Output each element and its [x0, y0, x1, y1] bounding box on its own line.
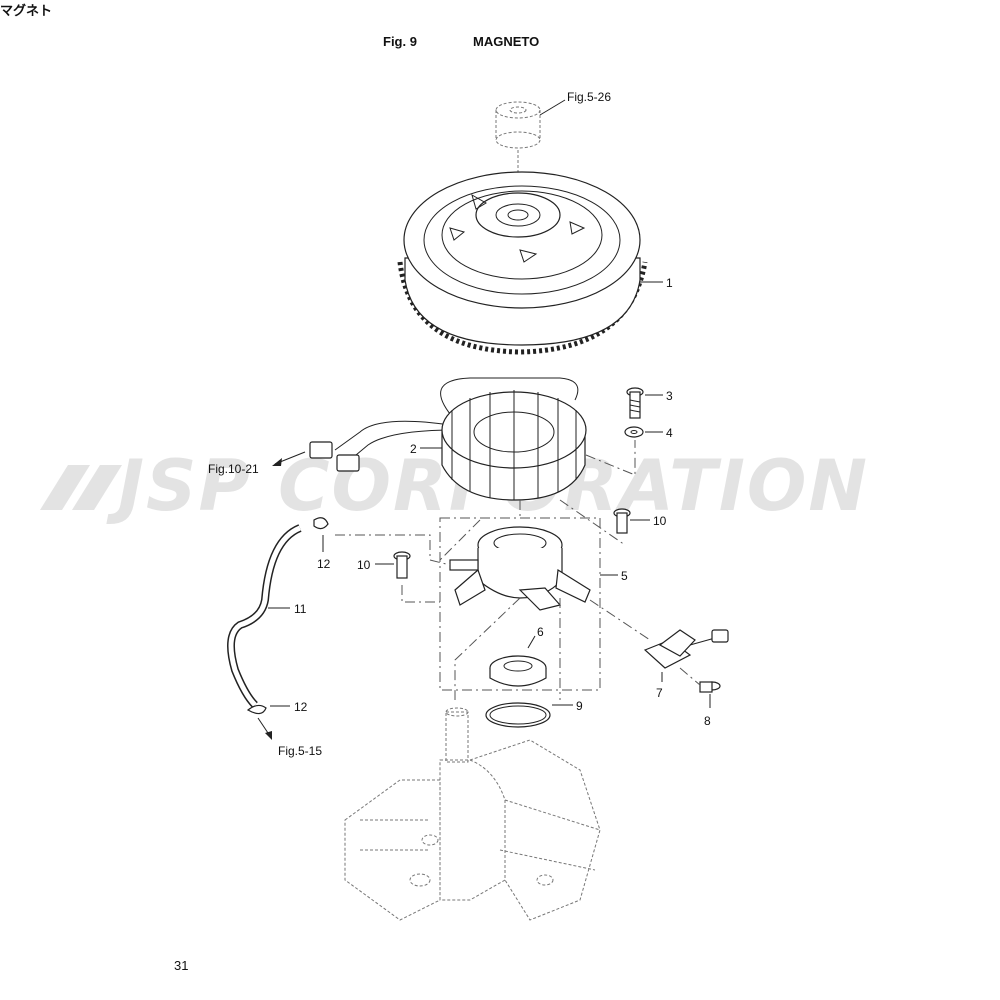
hose-part-11: [227, 524, 302, 708]
clip-part-12-lower: [246, 704, 267, 715]
washer-part-4: [624, 426, 644, 438]
stator-base-part-5: [449, 526, 591, 611]
ref-fig-5-15: Fig.5-15: [278, 744, 322, 758]
clip-part-12-upper: [313, 517, 329, 530]
callout-12-upper: 12: [317, 557, 331, 571]
stator-part-2: [309, 377, 587, 501]
flywheel-part-1: [397, 171, 648, 355]
engine-crankcase-outline: [344, 707, 601, 921]
callout-6: 6: [537, 625, 544, 639]
bolt-part-8: [699, 681, 721, 693]
figure-title: MAGNETO: [473, 34, 540, 49]
bolt-part-3: [626, 387, 644, 419]
part-5-group-outline: [439, 517, 601, 691]
o-ring-part-9: [485, 702, 551, 728]
ref-fig-5-26: Fig.5-26: [567, 90, 611, 104]
figure-number: Fig. 9: [383, 34, 417, 49]
bolt-part-10-right: [613, 508, 631, 534]
callout-4: 4: [666, 426, 673, 440]
ref-fig-10-21: Fig.10-21: [208, 462, 259, 476]
callout-3: 3: [666, 389, 673, 403]
figure-title-japanese: マグネト: [0, 4, 53, 19]
callout-10-left: 10: [357, 558, 371, 572]
page-number: 31: [174, 958, 189, 973]
callout-8: 8: [704, 714, 711, 728]
callout-11: 11: [294, 602, 307, 616]
sensor-part-7: [643, 629, 729, 669]
callout-5: 5: [621, 569, 628, 583]
callout-12-lower: 12: [294, 700, 308, 714]
oil-seal-part-6: [489, 655, 547, 687]
callout-1: 1: [666, 276, 673, 290]
callout-7: 7: [656, 686, 663, 700]
callout-9: 9: [576, 699, 583, 713]
bolt-part-10-left: [393, 551, 411, 579]
callout-2: 2: [410, 442, 417, 456]
callout-10-right: 10: [653, 514, 667, 528]
